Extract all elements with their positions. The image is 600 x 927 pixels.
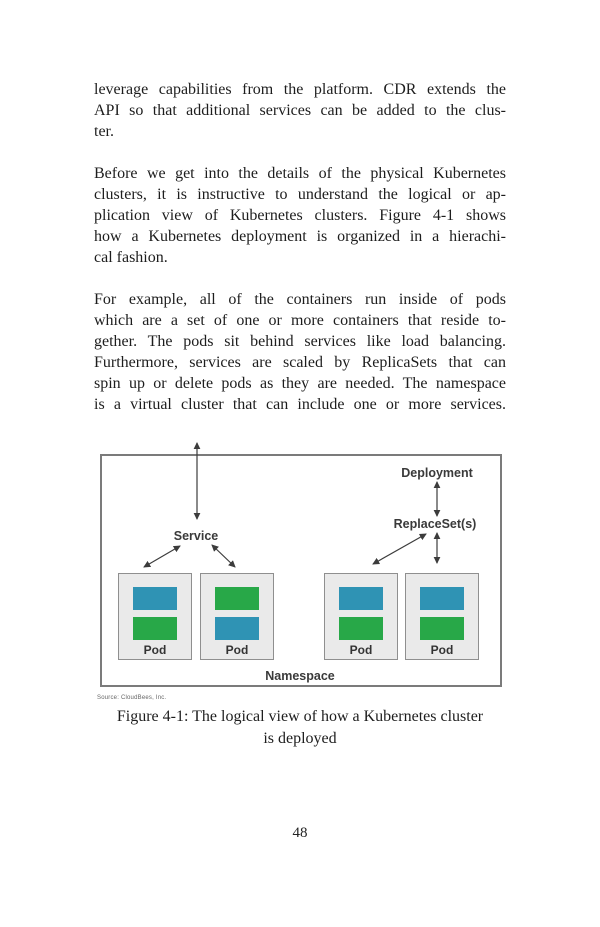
text-line: Furthermore, services are scaled by Repl…: [94, 354, 506, 371]
paragraph: leverage capabilities from the platform.…: [94, 79, 506, 142]
text-line: spin up or delete pods as they are neede…: [94, 375, 506, 392]
text-line: For example, all of the containers run i…: [94, 291, 506, 308]
figure-caption-line2: is deployed: [263, 730, 337, 747]
figure-4-1: Pod Pod Pod Pod: [0, 435, 600, 707]
body-text: leverage capabilities from the platform.…: [94, 79, 506, 436]
page-number: 48: [292, 825, 308, 841]
pod-box: Pod: [405, 573, 479, 660]
container-rect: [420, 617, 464, 640]
paragraph: Before we get into the details of the ph…: [94, 163, 506, 268]
figure-source-note: Source: CloudBees, Inc.: [97, 695, 167, 701]
container-rect: [420, 587, 464, 610]
pod-label: Pod: [430, 643, 454, 657]
container-rect: [339, 587, 383, 610]
pod-box: Pod: [200, 573, 274, 660]
pod-label: Pod: [143, 643, 167, 657]
text-line: is a virtual cluster that can include on…: [94, 396, 506, 413]
text-line: cal fashion.: [94, 249, 168, 266]
text-line: gether. The pods sit behind services lik…: [94, 333, 506, 350]
namespace-label: Namespace: [263, 669, 337, 683]
text-line: how a Kubernetes deployment is organized…: [94, 228, 506, 245]
text-line: clusters, it is instructive to understan…: [94, 186, 506, 203]
container-rect: [215, 617, 259, 640]
service-label: Service: [171, 529, 221, 543]
pod-label: Pod: [349, 643, 373, 657]
figure-caption-line1: Figure 4-1: The logical view of how a Ku…: [116, 708, 484, 725]
text-line: plication view of Kubernetes clusters. F…: [94, 207, 506, 224]
deployment-label: Deployment: [399, 466, 475, 480]
text-line: Before we get into the details of the ph…: [94, 165, 506, 182]
container-rect: [339, 617, 383, 640]
text-line: leverage capabilities from the platform.…: [94, 81, 506, 98]
pod-label: Pod: [225, 643, 249, 657]
pod-box: Pod: [324, 573, 398, 660]
container-rect: [133, 617, 177, 640]
text-line: API so that additional services can be a…: [94, 102, 506, 119]
paragraph: For example, all of the containers run i…: [94, 289, 506, 415]
container-rect: [133, 587, 177, 610]
text-line: which are a set of one or more container…: [94, 312, 506, 329]
text-line: ter.: [94, 123, 114, 140]
figure-caption: Figure 4-1: The logical view of how a Ku…: [0, 706, 600, 750]
pod-box: Pod: [118, 573, 192, 660]
replaceset-label: ReplaceSet(s): [391, 517, 479, 531]
container-rect: [215, 587, 259, 610]
